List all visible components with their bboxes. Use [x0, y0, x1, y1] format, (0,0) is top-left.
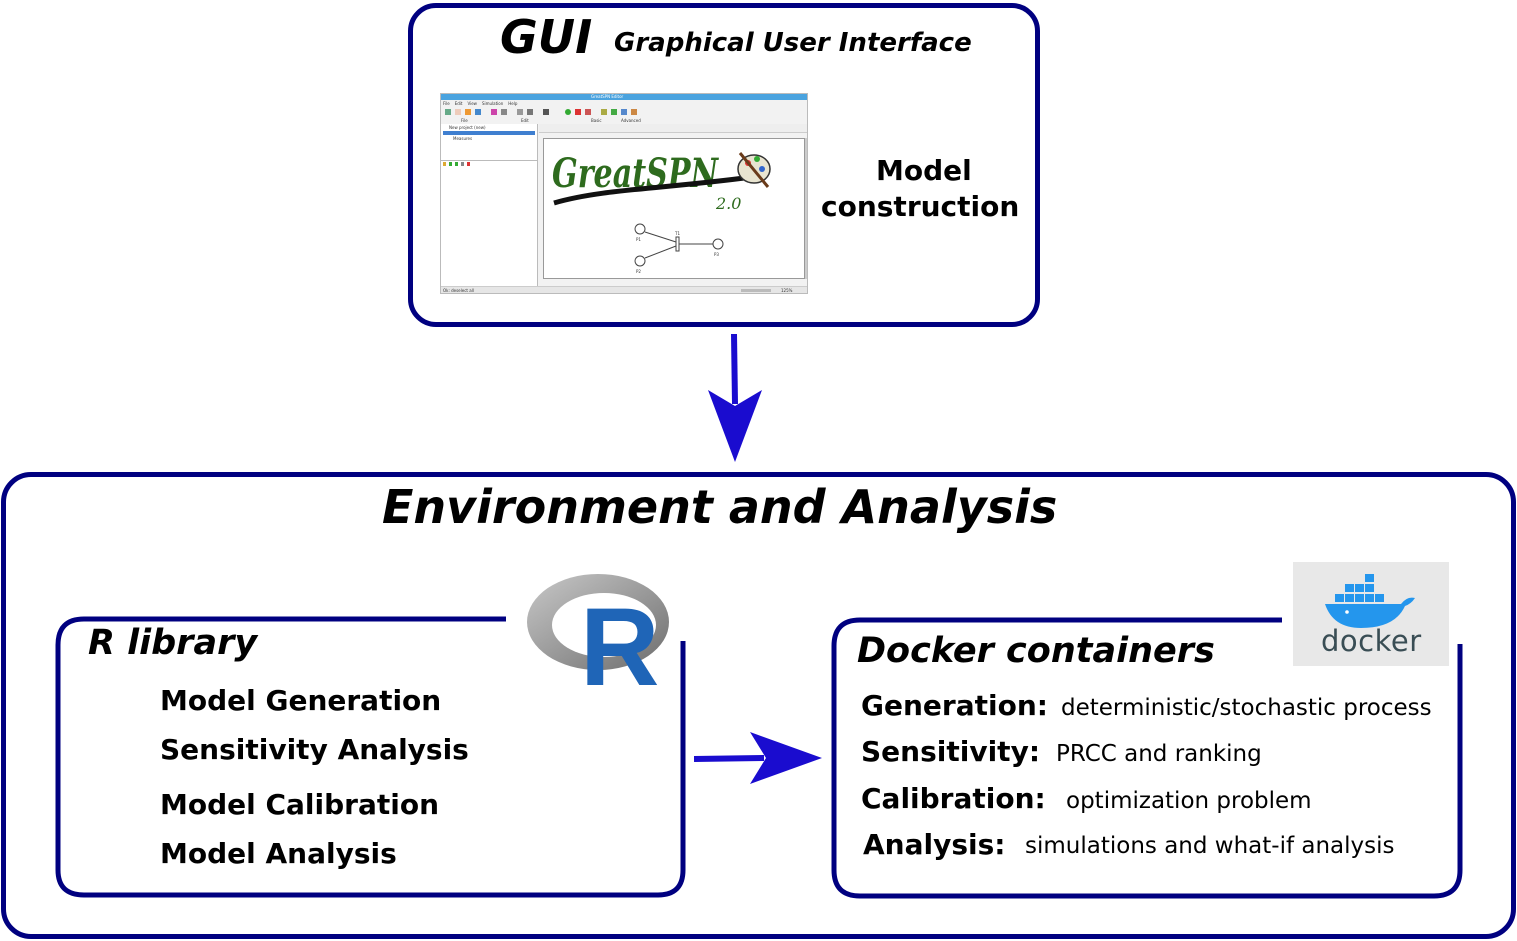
status-slider[interactable]: [741, 289, 771, 292]
palette-icon: [737, 152, 771, 188]
window-titlebar: [441, 94, 807, 100]
status-text: Ok: deselect all: [443, 288, 474, 293]
petri-net: [634, 223, 724, 267]
toolbar-group-edit: Edit: [521, 118, 529, 123]
docker-sensitivity-label: Sensitivity:: [861, 735, 1041, 768]
arrow-gui-to-env: [708, 334, 762, 462]
tree-item-selected[interactable]: [443, 131, 535, 135]
menu-file[interactable]: File: [443, 101, 450, 106]
docker-box: [831, 617, 1463, 899]
r-logo-letter: R: [580, 586, 659, 689]
greatspn-logo: GreatSPN 2.0 P1 P2 P3 T1: [552, 150, 771, 274]
menu-help[interactable]: Help: [508, 101, 518, 106]
greatspn-logo-version: 2.0: [715, 194, 741, 213]
rlib-item-model-calibration: Model Calibration: [160, 788, 440, 821]
place-p1-label: P1: [636, 237, 641, 242]
rlib-title: R library: [88, 623, 258, 663]
environment-box: [1, 472, 1516, 939]
docker-calibration-label: Calibration:: [861, 782, 1046, 815]
status-bar: Ok: deselect all 125%: [441, 286, 807, 293]
docker-calibration-desc: optimization problem: [1066, 788, 1312, 814]
place-p2: [634, 255, 646, 267]
toolbar-group-labels: File Edit Basic Advanced: [441, 118, 807, 123]
place-p1: [634, 223, 646, 235]
docker-analysis-label: Analysis:: [863, 828, 1006, 861]
drawing-toolbar: [539, 124, 807, 133]
gui-box: [408, 3, 1040, 327]
gui-subtitle: Graphical User Interface: [614, 28, 972, 58]
environment-title: Environment and Analysis: [382, 480, 1058, 534]
arrow-rlib-to-docker: [694, 732, 822, 784]
docker-whale-icon: [1325, 574, 1415, 628]
gui-title: GUI: [500, 10, 593, 64]
toolbar-group-advanced: Advanced: [621, 118, 641, 123]
docker-logo: docker: [1293, 562, 1449, 666]
zoom-level[interactable]: 125%: [781, 288, 793, 293]
menu-edit[interactable]: Edit: [454, 101, 463, 106]
menu-simulation[interactable]: Simulation: [481, 101, 504, 106]
canvas-scrollbar[interactable]: [805, 138, 807, 279]
toolbar: [443, 108, 807, 118]
docker-title: Docker containers: [857, 631, 1215, 671]
r-logo: R: [527, 574, 669, 689]
project-tree: New project (new) Measures: [441, 124, 538, 288]
toolbar-group-file: File: [461, 118, 468, 123]
rlib-box: [55, 616, 686, 898]
tree-item-measures[interactable]: Measures: [453, 136, 473, 141]
menu-view[interactable]: View: [467, 101, 477, 106]
place-p2-label: P2: [636, 269, 641, 274]
tree-divider: [441, 160, 537, 161]
tree-tools: [443, 162, 483, 167]
menu-bar: File Edit View Simulation Help: [443, 101, 517, 106]
docker-generation-label: Generation:: [861, 689, 1048, 722]
docker-generation-desc: deterministic/stochastic process: [1061, 695, 1432, 721]
docker-analysis-desc: simulations and what-if analysis: [1025, 833, 1395, 859]
tree-item-project[interactable]: New project (new): [449, 125, 486, 130]
transition-t1-label: T1: [674, 231, 680, 236]
rlib-item-model-analysis: Model Analysis: [160, 837, 397, 870]
model-construction-line1: Model: [876, 154, 972, 187]
window-title: GreatSPN Editor: [591, 94, 624, 99]
rlib-item-sensitivity-analysis: Sensitivity Analysis: [160, 733, 469, 766]
transition-t1: [675, 236, 680, 252]
greatspn-screenshot: GreatSPN Editor File Edit View Simulatio…: [440, 93, 808, 294]
place-p3-label: P3: [714, 252, 719, 257]
model-construction-line2: construction: [821, 190, 1020, 223]
docker-sensitivity-desc: PRCC and ranking: [1056, 741, 1262, 767]
rlib-item-model-generation: Model Generation: [160, 684, 442, 717]
docker-logo-text: docker: [1321, 624, 1422, 658]
toolbar-group-basic: Basic: [591, 118, 602, 123]
place-p3: [712, 238, 724, 250]
